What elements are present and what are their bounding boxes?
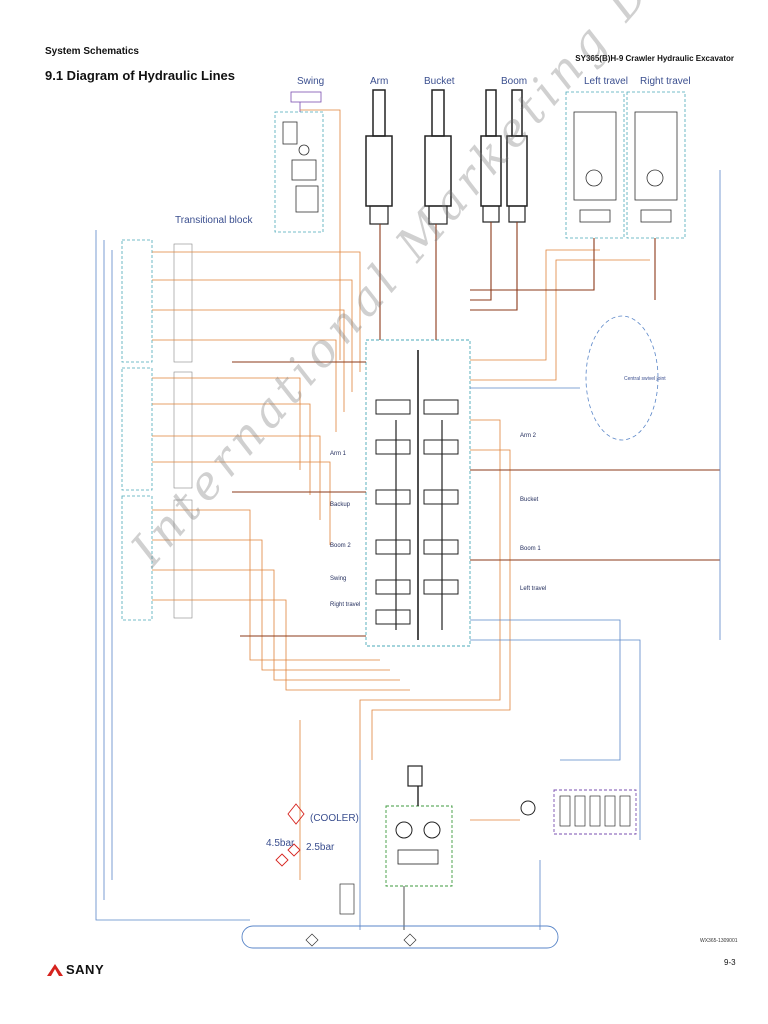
valve-label-backup: Backup: [330, 502, 351, 508]
label-cooler: (COOLER): [310, 813, 359, 824]
section-label: System Schematics: [45, 46, 139, 57]
model-label: SY365(B)H-9 Crawler Hydraulic Excavator: [575, 54, 734, 63]
brand-name: SANY: [66, 962, 105, 977]
right-travel-motor: [626, 91, 686, 239]
valve-label-arm1: Arm 1: [330, 451, 347, 457]
solenoid-block: [520, 789, 637, 835]
label-central-swivel: Central swivel joint: [624, 376, 666, 382]
arm-cylinder: [365, 89, 393, 225]
bucket-cylinder: [424, 89, 452, 225]
main-control-valve: [365, 339, 471, 647]
page-number: 9-3: [724, 958, 736, 967]
pilot-lines: [152, 109, 650, 880]
label-arm: Arm: [370, 76, 388, 87]
valve-label-right-travel: Right travel: [330, 602, 360, 608]
swing-motor: [274, 91, 324, 233]
valve-label-arm2: Arm 2: [520, 433, 537, 439]
document-number: WX365-1309001: [700, 938, 738, 944]
page-title: 9.1 Diagram of Hydraulic Lines: [45, 68, 236, 83]
boom-cylinder-left: [480, 89, 502, 223]
sany-logo-icon: [47, 963, 63, 976]
valve-label-boom2: Boom 2: [330, 543, 351, 549]
main-lines: [232, 222, 720, 637]
valve-label-left-travel: Left travel: [520, 586, 546, 592]
central-swivel-joint: Central swivel joint: [585, 315, 666, 441]
tank-lines: [95, 170, 721, 930]
sany-logo: SANY: [46, 962, 104, 977]
label-pressure-25: 2.5bar: [306, 842, 335, 853]
label-pressure-45: 4.5bar: [266, 838, 295, 849]
label-left-travel: Left travel: [584, 76, 628, 87]
valve-label-swing: Swing: [330, 576, 346, 582]
label-transitional-block: Transitional block: [175, 215, 253, 226]
transitional-block: [121, 239, 193, 621]
oil-cooler: [275, 803, 305, 867]
valve-label-bucket: Bucket: [520, 497, 539, 503]
left-travel-motor: [565, 91, 625, 239]
label-right-travel: Right travel: [640, 76, 691, 87]
main-pump: [385, 765, 453, 930]
hydraulic-tank: [241, 883, 559, 949]
label-swing: Swing: [297, 76, 324, 87]
label-boom: Boom: [501, 76, 527, 87]
label-bucket: Bucket: [424, 76, 455, 87]
boom-cylinder-right: [506, 89, 528, 223]
valve-label-boom1: Boom 1: [520, 546, 541, 552]
